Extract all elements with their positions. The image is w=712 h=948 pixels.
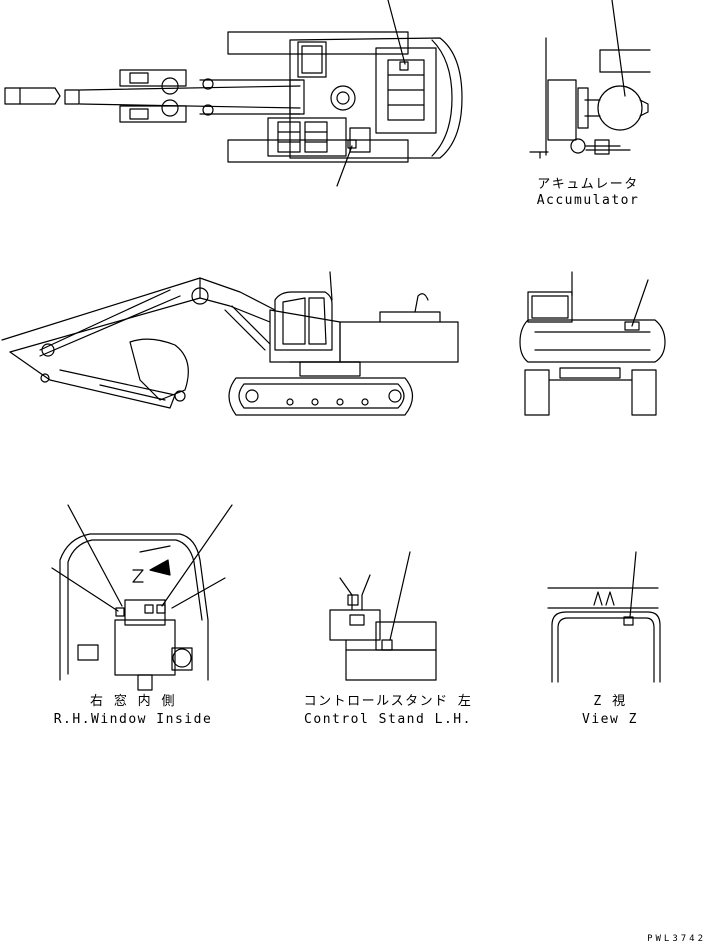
control-stand-detail: [329, 551, 437, 681]
control-stand-label-en: Control Stand L.H.: [304, 712, 472, 727]
view-z-label-en: View Z: [582, 712, 638, 727]
accumulator-label-en: Accumulator: [536, 193, 640, 208]
drawing-code: PWL3742: [647, 934, 706, 944]
view-z-detail: [547, 551, 661, 683]
accumulator-label-jp: アキュムレータ: [537, 177, 639, 192]
accumulator-detail: [529, 0, 651, 159]
rh-window-label-jp: 右 窓 内 側: [90, 694, 176, 709]
control-stand-label-jp: コントロールスタンド 左: [303, 694, 473, 709]
rear-view-excavator: [519, 271, 666, 416]
side-view-excavator: [1, 271, 459, 416]
rh-window-inside-detail: [51, 504, 233, 691]
top-view-excavator: [4, 0, 463, 187]
rh-window-label-en: R.H.Window Inside: [53, 712, 213, 727]
view-z-label-jp: Z 視: [593, 694, 627, 709]
